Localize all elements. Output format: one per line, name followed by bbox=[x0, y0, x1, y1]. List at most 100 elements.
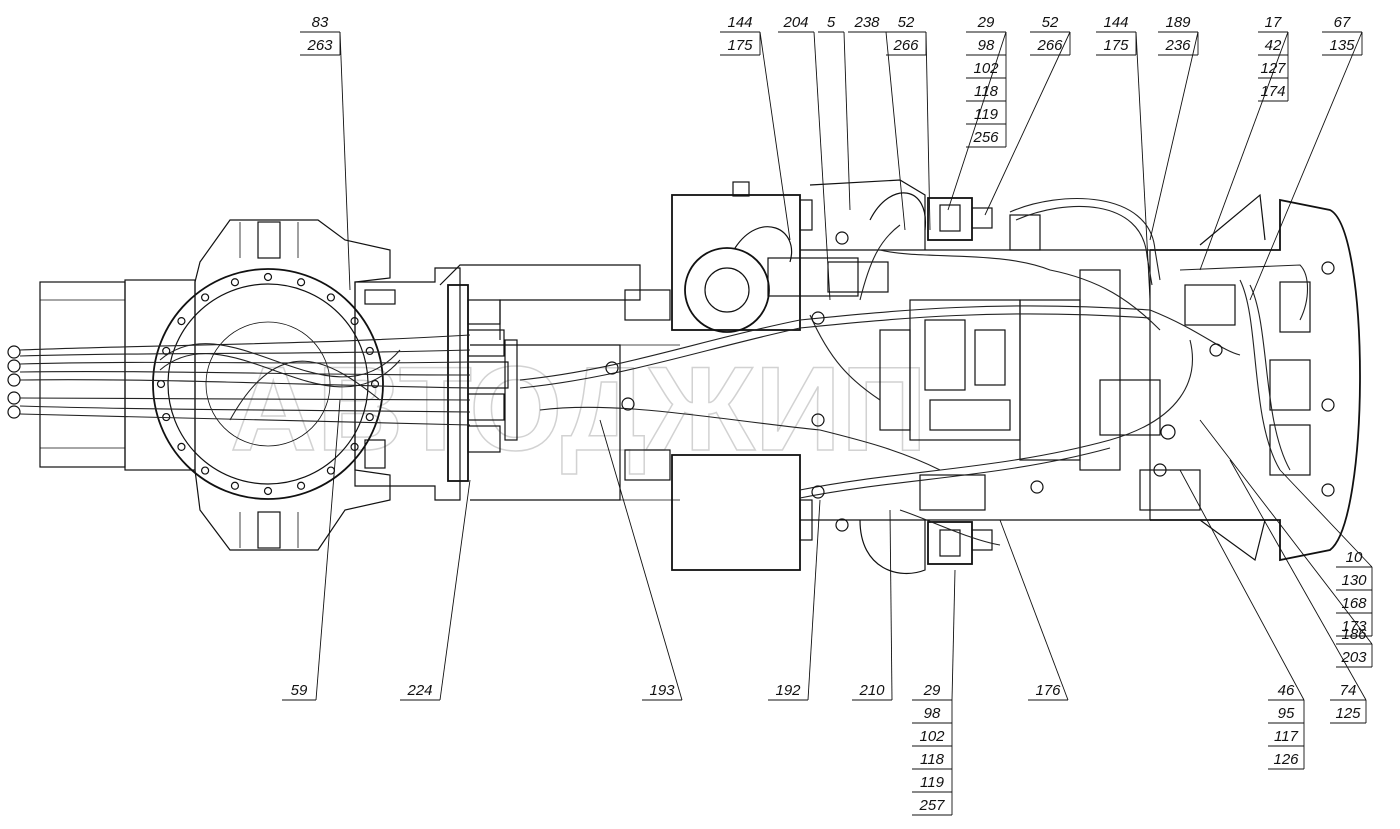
callout-leader bbox=[925, 31, 931, 231]
flange-bolt bbox=[365, 412, 374, 422]
callout-label: 173 bbox=[1341, 618, 1367, 635]
callout-leader bbox=[1199, 419, 1373, 645]
callout-c-238: 238 bbox=[848, 14, 906, 231]
callout-label: 192 bbox=[775, 682, 801, 699]
callout-label: 102 bbox=[919, 728, 945, 745]
callout-label: 236 bbox=[1164, 37, 1191, 54]
callout-label: 257 bbox=[918, 797, 945, 814]
flange-bolt bbox=[263, 486, 273, 496]
callout-c-10-130: 10 130 168 173 bbox=[1279, 469, 1373, 637]
callout-label: 144 bbox=[727, 14, 752, 31]
callout-label: 130 bbox=[1341, 572, 1367, 589]
callout-leader bbox=[947, 31, 1007, 211]
callout-leader bbox=[843, 31, 851, 211]
callout-label: 98 bbox=[978, 37, 995, 54]
flange-bolt bbox=[365, 346, 374, 356]
callout-label: 118 bbox=[920, 751, 945, 768]
left-frame bbox=[39, 279, 196, 471]
callout-label: 102 bbox=[973, 60, 999, 77]
callout-label: 125 bbox=[1335, 705, 1361, 722]
callout-leader bbox=[984, 31, 1071, 216]
callout-label: 52 bbox=[898, 14, 915, 31]
callout-label: 10 bbox=[1346, 549, 1363, 566]
callout-c-5: 5 bbox=[818, 14, 851, 211]
callout-label: 204 bbox=[782, 14, 808, 31]
valve-top bbox=[927, 197, 1041, 251]
callout-label: 117 bbox=[1274, 728, 1299, 745]
callout-label: 266 bbox=[892, 37, 919, 54]
callout-leader bbox=[339, 31, 351, 291]
callout-label: 67 bbox=[1334, 14, 1351, 31]
callout-label: 176 bbox=[1035, 682, 1061, 699]
callout-c-192: 192 bbox=[768, 499, 821, 701]
callout-label: 193 bbox=[649, 682, 675, 699]
flange-mount bbox=[194, 219, 391, 551]
callout-c-210: 210 bbox=[852, 509, 893, 701]
flange-bolt bbox=[326, 293, 335, 302]
callout-c-59: 59 bbox=[282, 399, 341, 701]
callout-label: 42 bbox=[1265, 37, 1282, 54]
flange-bolt bbox=[201, 293, 210, 302]
callout-label: 189 bbox=[1165, 14, 1191, 31]
valve-bottom bbox=[927, 521, 993, 565]
callout-label: 144 bbox=[1103, 14, 1128, 31]
callout-label: 210 bbox=[858, 682, 885, 699]
callout-leader bbox=[759, 31, 791, 241]
callout-leader bbox=[1179, 469, 1305, 701]
callout-label: 52 bbox=[1042, 14, 1059, 31]
callout-label: 126 bbox=[1273, 751, 1299, 768]
callout-leader bbox=[1249, 31, 1363, 301]
callout-leader bbox=[599, 419, 683, 701]
callout-label: 83 bbox=[312, 14, 329, 31]
hose-fittings-main bbox=[605, 311, 1223, 499]
callout-leader bbox=[1199, 31, 1289, 271]
callout-c-224: 224 bbox=[400, 479, 471, 701]
flange-bolt bbox=[263, 272, 273, 282]
callout-c-193: 193 bbox=[599, 419, 683, 701]
flange-bolt bbox=[156, 379, 166, 389]
flange-bolt bbox=[230, 481, 240, 490]
flange-bolt bbox=[162, 346, 171, 356]
callout-label: 135 bbox=[1329, 37, 1355, 54]
callout-label: 175 bbox=[727, 37, 753, 54]
flange-bolt bbox=[370, 379, 380, 389]
callout-label: 127 bbox=[1260, 60, 1286, 77]
flange-bolt bbox=[177, 442, 186, 451]
callout-label: 98 bbox=[924, 705, 941, 722]
callout-label: 29 bbox=[977, 14, 995, 31]
flange-bolt bbox=[296, 481, 306, 490]
callout-label: 186 bbox=[1341, 626, 1367, 643]
callout-c-204: 204 bbox=[778, 14, 831, 301]
watermark: АВТОДЖИП bbox=[230, 342, 927, 476]
callout-c-29-98-bot: 29 98 102 118 119 257 bbox=[912, 569, 956, 816]
callout-label: 168 bbox=[1341, 595, 1367, 612]
callout-leader bbox=[951, 569, 956, 701]
callout-leader bbox=[439, 479, 471, 701]
callout-label: 119 bbox=[920, 774, 945, 791]
callout-leader bbox=[889, 509, 893, 701]
callout-label: 238 bbox=[853, 14, 880, 31]
callout-leader bbox=[1135, 31, 1151, 301]
callout-label: 29 bbox=[923, 682, 941, 699]
callout-label: 119 bbox=[974, 106, 999, 123]
callout-label: 174 bbox=[1260, 83, 1285, 100]
rear-frame bbox=[1139, 193, 1361, 562]
callout-leader bbox=[813, 31, 831, 301]
callout-leader bbox=[315, 399, 341, 701]
callout-leader bbox=[1279, 469, 1373, 568]
fluid-tank bbox=[624, 181, 889, 571]
callout-label: 263 bbox=[306, 37, 333, 54]
callout-leader bbox=[1229, 459, 1367, 701]
